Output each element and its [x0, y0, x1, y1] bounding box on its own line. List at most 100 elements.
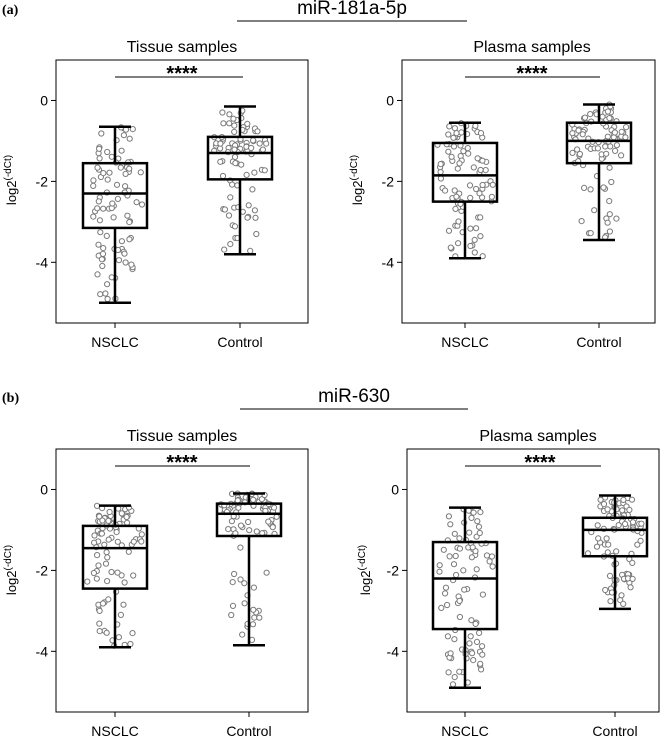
data-point — [488, 553, 496, 560]
data-point — [606, 228, 614, 235]
data-point — [251, 614, 258, 621]
data-point — [230, 115, 237, 122]
data-point — [103, 232, 110, 239]
data-point — [229, 181, 236, 188]
data-point — [93, 502, 101, 509]
data-point — [456, 160, 463, 167]
data-point — [252, 214, 259, 221]
data-point — [113, 181, 121, 188]
data-point — [102, 290, 109, 297]
data-point — [109, 200, 116, 207]
data-point — [231, 146, 238, 153]
data-point — [231, 223, 239, 230]
data-point — [231, 128, 238, 135]
data-point — [620, 496, 627, 503]
data-point — [100, 205, 107, 212]
data-point — [626, 506, 633, 513]
data-point — [618, 152, 625, 159]
data-point — [96, 155, 103, 162]
data-point — [637, 537, 644, 544]
data-point — [263, 569, 270, 576]
data-point — [238, 161, 245, 168]
data-point — [96, 145, 103, 152]
data-point — [122, 183, 129, 190]
data-point — [627, 584, 634, 591]
data-point — [475, 523, 483, 530]
data-point — [479, 643, 486, 650]
data-point — [225, 212, 233, 219]
data-point — [229, 579, 236, 586]
data-point — [623, 124, 630, 131]
data-point — [103, 629, 110, 636]
data-point — [126, 135, 133, 142]
data-point — [442, 590, 449, 597]
data-point — [477, 166, 484, 174]
data-point — [482, 167, 489, 174]
data-point — [449, 681, 457, 688]
data-point — [244, 214, 251, 221]
data-point — [258, 496, 265, 503]
box-iqr — [81, 161, 149, 230]
data-point — [446, 553, 453, 560]
data-point — [117, 611, 125, 619]
data-point — [476, 629, 483, 637]
data-point — [474, 518, 481, 525]
data-point — [98, 256, 106, 263]
data-point — [104, 176, 111, 183]
significance-stars: **** — [516, 63, 547, 85]
data-point — [604, 549, 611, 556]
data-point — [118, 147, 125, 154]
data-point — [477, 233, 484, 240]
data-point — [247, 247, 254, 254]
data-point — [442, 187, 449, 194]
y-axis-label: log2(-dCt) — [349, 155, 365, 205]
data-point — [248, 144, 255, 152]
data-point — [118, 572, 125, 579]
data-point — [129, 126, 136, 133]
plot-mir181-tissue: Tissue samples **** log2(-dCt) 0-2-4NSCL… — [3, 39, 309, 350]
data-point — [488, 193, 495, 200]
data-point — [243, 171, 250, 178]
box-iqr — [565, 121, 633, 165]
data-point — [250, 496, 257, 503]
data-point — [629, 519, 637, 526]
data-point — [231, 122, 238, 129]
data-point — [450, 134, 457, 141]
data-point — [464, 145, 471, 152]
data-point — [126, 219, 133, 226]
plot-frame — [55, 448, 309, 713]
data-point — [477, 660, 484, 667]
panel-title-b: miR-630 — [318, 386, 390, 407]
data-point — [436, 568, 443, 575]
y-tick-label: 0 — [391, 481, 399, 497]
data-point — [479, 181, 486, 189]
data-point — [217, 158, 224, 165]
data-point — [108, 153, 115, 160]
data-point — [231, 570, 238, 578]
data-point — [437, 161, 444, 168]
data-point — [103, 549, 110, 556]
data-point — [114, 538, 121, 545]
data-point — [467, 242, 474, 250]
data-point — [244, 120, 251, 128]
data-point — [470, 164, 477, 171]
data-point — [93, 575, 100, 582]
data-point — [137, 169, 144, 176]
data-point — [123, 513, 130, 521]
data-point — [569, 149, 576, 156]
data-point — [95, 241, 102, 248]
data-point — [476, 190, 483, 197]
data-point — [453, 571, 460, 579]
data-point — [120, 132, 128, 139]
y-tick-label: -2 — [382, 173, 395, 189]
data-point — [91, 532, 98, 539]
data-point — [121, 250, 128, 257]
data-point — [620, 600, 627, 608]
data-point — [124, 212, 131, 219]
data-point — [241, 600, 248, 607]
data-point — [447, 244, 454, 251]
data-point — [460, 567, 467, 574]
data-point — [113, 529, 120, 536]
data-point — [445, 227, 453, 234]
data-point — [228, 611, 235, 619]
